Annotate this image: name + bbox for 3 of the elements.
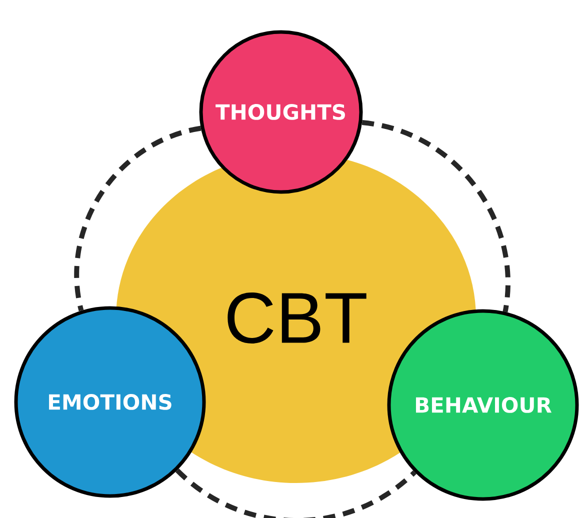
dashed-line bbox=[362, 120, 510, 312]
dashed-line bbox=[176, 468, 416, 518]
dashed-line bbox=[74, 126, 202, 312]
